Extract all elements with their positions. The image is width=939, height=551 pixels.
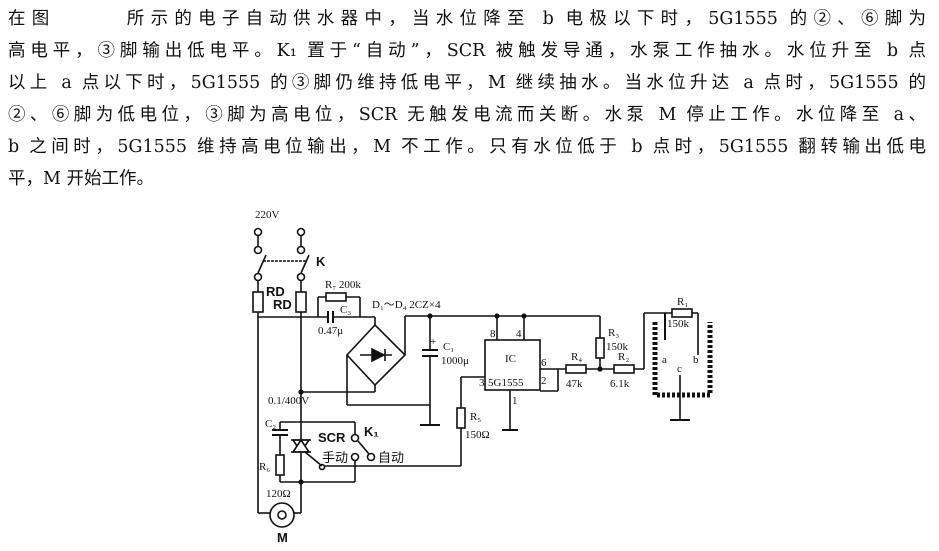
paragraph-line: 以上 a 点以下时，5G1555 的③脚仍维持低电平，M 继续抽水。当水位升达 …: [8, 73, 926, 93]
pin4-label: 4: [516, 328, 522, 340]
paragraph-line: ②、⑥脚为低电位，③脚为高电位，SCR 无触发电流而关断。水泵 M 停止工作。水…: [8, 105, 926, 125]
paragraph-line: 平，M 开始工作。: [8, 169, 154, 189]
pin6-label: 6: [541, 357, 547, 369]
manual-label: 手动: [322, 450, 348, 465]
electrode-a-label: a: [662, 354, 667, 366]
resistor-r3: [595, 337, 605, 359]
scr-label: SCR: [318, 430, 346, 445]
paragraph-line: b 之间时，5G1555 维持高电位输出，M 不工作。只有水位低于 b 点时，5…: [8, 137, 926, 157]
r4-value: 47k: [566, 378, 583, 390]
fuse-left-label: RD: [266, 284, 285, 299]
resistor-r7: [325, 292, 347, 302]
resistor-r4: [565, 364, 587, 374]
switch-k-label: K: [316, 254, 326, 269]
pin3-label: 3: [479, 377, 485, 389]
r4-label: R₄: [571, 351, 582, 363]
bridge-label: D₁～D₄ 2CZ×4: [372, 299, 441, 311]
r1-label: R₁: [677, 296, 688, 308]
pin1-label: 1: [512, 395, 518, 407]
pin8-label: 8: [490, 328, 496, 340]
r7-label: R₇ 200k: [325, 279, 361, 291]
resistor-r2: [613, 364, 635, 374]
k1-common-terminal[interactable]: [350, 433, 360, 443]
paragraph-line: 在图 所示的电子自动供水器中，当水位降至 b 电极以下时，5G1555 的②、⑥…: [8, 9, 926, 29]
fuse-left: [252, 291, 264, 313]
r2-label: R₂: [618, 351, 629, 363]
scr-triac: [291, 438, 323, 467]
fuse-right: [295, 291, 307, 313]
c3-value: 0.47μ: [318, 325, 343, 337]
auto-label: 自动: [378, 450, 404, 465]
r3-label: R₃: [608, 327, 619, 339]
r6-label: R₆: [259, 461, 270, 473]
r3-value: 150k: [606, 341, 629, 353]
k1-manual-terminal[interactable]: [350, 452, 360, 462]
r6-value: 120Ω: [266, 488, 291, 500]
r1-value: 150k: [667, 318, 690, 330]
supply-label: 220V: [255, 209, 280, 221]
paragraph-line: 高电平，③脚输出低电平。K₁ 置于“自动”，SCR 被触发导通，水泵工作抽水。水…: [8, 41, 926, 61]
r5-label: R₅: [470, 411, 481, 423]
pin2-label: 2: [541, 375, 547, 387]
r2-value: 6.1k: [610, 378, 630, 390]
resistor-r6: [275, 454, 285, 476]
ic-part: 5G1555: [488, 377, 524, 389]
water-tank: [652, 322, 713, 398]
ic-label: IC: [505, 353, 516, 365]
r5-value: 150Ω: [465, 429, 490, 441]
c2-label: C₂: [265, 418, 276, 430]
c3-label: C₃: [340, 304, 351, 316]
c1-label: C₁: [443, 341, 454, 353]
motor-label: M: [277, 530, 288, 545]
c1-value: 1000μ: [441, 355, 469, 367]
k1-auto-terminal[interactable]: [366, 452, 376, 462]
ic-555: [484, 339, 541, 391]
k1-label: K₁: [364, 424, 379, 439]
svg-text:+: +: [430, 336, 436, 348]
electrode-b-label: b: [693, 354, 699, 366]
switch-k: [253, 227, 310, 282]
fuse-right-label: RD: [273, 297, 292, 312]
motor-icon: [269, 502, 295, 528]
k1-switch-blade[interactable]: [357, 440, 370, 455]
c2-value-label: 0.1/400V: [268, 395, 309, 407]
resistor-r5: [456, 407, 466, 429]
electrode-c-label: c: [677, 363, 682, 375]
resistor-r1: [671, 308, 693, 318]
